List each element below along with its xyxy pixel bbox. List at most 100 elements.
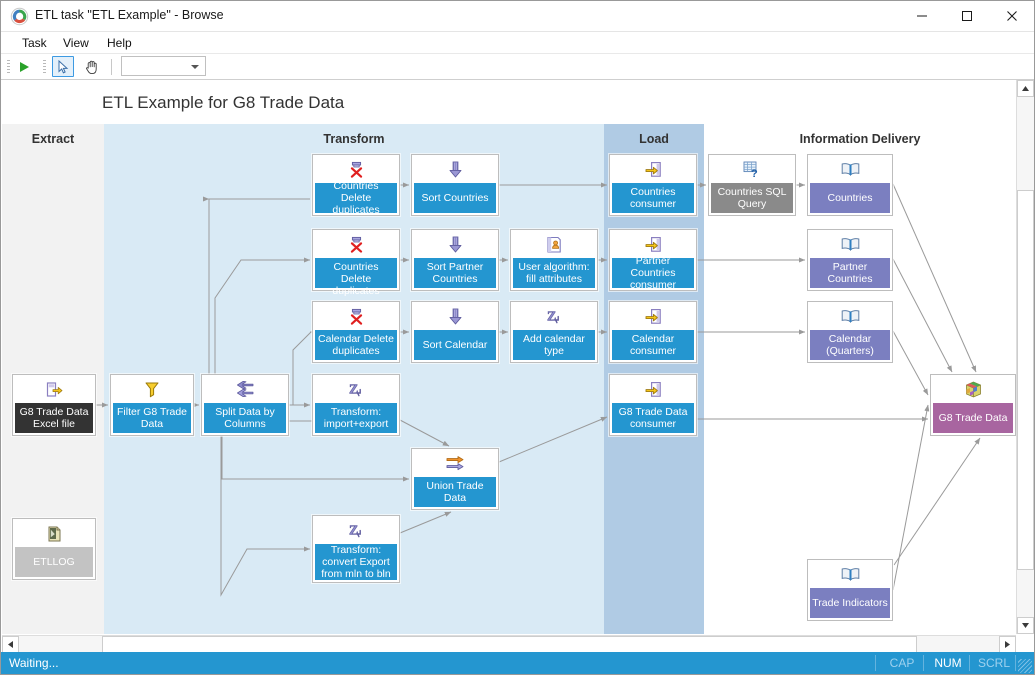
status-indicator-scrl: SCRL xyxy=(977,656,1010,670)
status-divider-4 xyxy=(1015,655,1016,671)
node-label: Union Trade Data xyxy=(414,477,496,507)
node-caldedup[interactable]: Calendar Delete duplicates xyxy=(312,301,400,363)
menu-item-view[interactable]: View xyxy=(56,35,96,51)
diagram-canvas[interactable]: ETL Example for G8 Trade Data Extract Tr… xyxy=(2,80,1016,634)
node-label: User algorithm: fill attributes xyxy=(513,258,595,288)
node-label: Countries Delete duplicates xyxy=(315,180,397,216)
vertical-scroll-thumb[interactable] xyxy=(1017,190,1034,570)
node-label: Split Data by Columns xyxy=(204,403,286,433)
node-cdedup[interactable]: Countries Delete duplicates xyxy=(312,154,400,216)
diagram-title: ETL Example for G8 Trade Data xyxy=(102,93,345,112)
node-label: Transform: import+export xyxy=(315,403,397,433)
cursor-arrow-icon xyxy=(58,59,68,73)
svg-text:?: ? xyxy=(751,168,758,177)
node-pcconsumer[interactable]: Partner Countries consumer xyxy=(609,229,697,291)
swimlane-label-load: Load xyxy=(639,132,669,146)
delete-duplicates-icon xyxy=(313,302,399,330)
consumer-icon xyxy=(610,302,696,330)
node-tiexp[interactable]: Z Transform: import+export xyxy=(312,374,400,436)
scroll-left-button[interactable] xyxy=(2,636,19,653)
node-g8cube[interactable]: G8 Trade Data xyxy=(930,374,1016,436)
status-divider-2 xyxy=(923,655,924,671)
node-sqlquery[interactable]: ?Countries SQL Query xyxy=(708,154,796,216)
minimize-icon xyxy=(916,15,927,17)
select-tool-button[interactable] xyxy=(52,56,74,77)
chevron-left-icon xyxy=(8,641,13,648)
run-button[interactable] xyxy=(13,56,35,77)
menu-item-task[interactable]: Task xyxy=(15,35,54,51)
node-pcdedup[interactable]: Partner Countries Delete duplicates xyxy=(312,229,400,297)
node-cconsumer[interactable]: Countries consumer xyxy=(609,154,697,216)
close-icon xyxy=(1006,11,1017,21)
status-indicator-num: NUM xyxy=(934,656,962,670)
delete-duplicates-icon xyxy=(313,155,399,183)
split-icon xyxy=(202,375,288,403)
node-useralg[interactable]: User algorithm: fill attributes xyxy=(510,229,598,291)
svg-text:Z: Z xyxy=(349,383,358,398)
node-sortcal[interactable]: Sort Calendar xyxy=(411,301,499,363)
svg-text:Z: Z xyxy=(349,524,358,539)
node-split[interactable]: Split Data by Columns xyxy=(201,374,289,436)
dimension-icon xyxy=(808,155,892,183)
node-g8consumer[interactable]: G8 Trade Data consumer xyxy=(609,374,697,436)
node-label: G8 Trade Data xyxy=(933,403,1013,433)
node-label: Add calendar type xyxy=(513,330,595,360)
node-label: Sort Calendar xyxy=(414,330,496,360)
node-tradeind[interactable]: Trade Indicators xyxy=(807,559,893,621)
vertical-scrollbar[interactable] xyxy=(1016,80,1034,634)
window-title: ETL task "ETL Example" - Browse xyxy=(35,8,224,22)
user-algorithm-icon xyxy=(511,230,597,258)
resize-grip[interactable] xyxy=(1018,659,1032,673)
minimize-button[interactable] xyxy=(899,1,944,31)
sort-icon xyxy=(412,302,498,330)
toolbar xyxy=(1,54,1034,80)
node-etllog[interactable]: ETLLOG xyxy=(12,518,96,580)
menu-view-label: View xyxy=(63,36,89,50)
node-calconsumer[interactable]: Calendar consumer xyxy=(609,301,697,363)
menu-task-label: Task xyxy=(22,36,47,50)
pan-tool-button[interactable] xyxy=(81,56,103,77)
swimlane-label-information-delivery: Information Delivery xyxy=(799,132,921,146)
scroll-right-button[interactable] xyxy=(999,636,1016,653)
diagram-content: ETL Example for G8 Trade Data Extract Tr… xyxy=(2,80,1016,634)
node-filter[interactable]: Filter G8 Trade Data xyxy=(110,374,194,436)
node-label: Countries xyxy=(810,183,890,213)
node-union[interactable]: Union Trade Data xyxy=(411,448,499,510)
sql-query-icon: ? xyxy=(709,155,795,183)
toolbar-grip-2[interactable] xyxy=(43,60,46,75)
swimlane-label-extract: Extract xyxy=(31,132,75,146)
node-label: Calendar (Quarters) xyxy=(810,330,890,360)
transform-z-icon: Z xyxy=(511,302,597,330)
horizontal-scrollbar[interactable] xyxy=(2,635,1016,653)
node-calquarters[interactable]: Calendar (Quarters) xyxy=(807,301,893,363)
node-countries[interactable]: Countries xyxy=(807,154,893,216)
zoom-combo[interactable] xyxy=(121,56,206,76)
scroll-up-button[interactable] xyxy=(1017,80,1034,97)
node-label: G8 Trade Data consumer xyxy=(612,403,694,433)
chevron-up-icon xyxy=(1022,86,1029,91)
dimension-icon xyxy=(808,302,892,330)
node-label: Calendar consumer xyxy=(612,330,694,360)
close-button[interactable] xyxy=(989,1,1034,31)
scroll-down-button[interactable] xyxy=(1017,617,1034,634)
node-partnerc[interactable]: Partner Countries xyxy=(807,229,893,291)
union-icon xyxy=(412,449,498,477)
menu-item-help[interactable]: Help xyxy=(100,35,139,51)
menu-help-label: Help xyxy=(107,36,132,50)
horizontal-scroll-thumb[interactable] xyxy=(102,636,917,653)
node-excel[interactable]: G8 Trade Data Excel file xyxy=(12,374,96,436)
toolbar-grip-1[interactable] xyxy=(7,60,10,75)
node-label: Trade Indicators xyxy=(810,588,890,618)
dimension-icon xyxy=(808,560,892,588)
sort-icon xyxy=(412,230,498,258)
etl-app-icon xyxy=(10,7,29,26)
node-label: ETLLOG xyxy=(15,547,93,577)
node-label: Filter G8 Trade Data xyxy=(113,403,191,433)
node-sortpc[interactable]: Sort Partner Countries xyxy=(411,229,499,291)
maximize-button[interactable] xyxy=(944,1,989,31)
filter-icon xyxy=(111,375,193,403)
node-sortc[interactable]: Sort Countries xyxy=(411,154,499,216)
